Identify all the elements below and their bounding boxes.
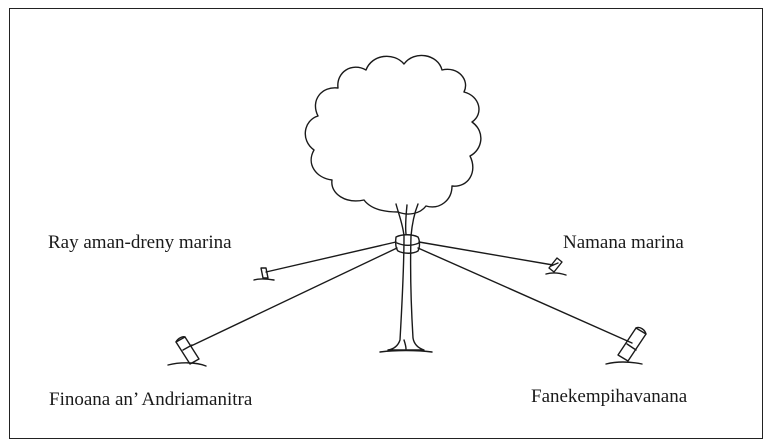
diagram-frame: [9, 8, 763, 439]
ground-mark: [379, 349, 433, 353]
stake-bottom-left: [167, 336, 207, 367]
tree-crown: [304, 54, 482, 215]
rope-top-left: [265, 241, 397, 273]
stake-top-left: [253, 267, 275, 281]
stake-top-right: [545, 257, 567, 276]
label-bottom-right: Fanekempihavanana: [531, 386, 688, 407]
rope-bottom-left: [190, 247, 398, 347]
rope-top-right: [418, 241, 554, 266]
label-bottom-left: Finoana an’ Andriamanitra: [49, 389, 253, 410]
rope-bottom-right: [417, 247, 633, 344]
trunk-line: [403, 339, 407, 350]
rope-band: [396, 242, 420, 246]
label-top-right: Namana marina: [563, 232, 684, 253]
trunk-line: [404, 204, 408, 235]
label-top-left: Ray aman-dreny marina: [48, 232, 232, 253]
stake-bottom-right: [605, 326, 647, 365]
